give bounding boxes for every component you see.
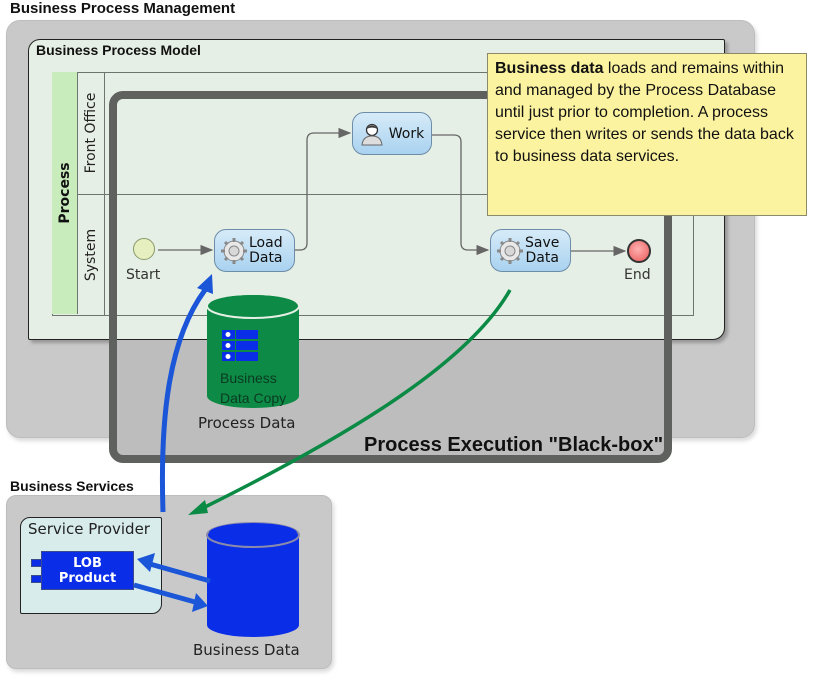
note-bold: Business data	[495, 60, 604, 77]
flow-work-to-save	[432, 134, 490, 256]
business-process-model-title: Business Process Model	[36, 42, 201, 58]
gear-icon	[221, 237, 247, 264]
lob-line1: LOB	[73, 556, 102, 571]
blackbox-title: Process Execution "Black-box"	[364, 434, 664, 456]
start-event[interactable]	[133, 238, 155, 260]
process-execution-blackbox	[109, 91, 672, 463]
task-load-line2: Data	[249, 249, 283, 266]
lob-line2: Product	[58, 571, 117, 586]
load-data-flow-arrowhead	[197, 274, 213, 294]
bpm-title: Business Process Management	[10, 0, 236, 17]
annotation-note: Business data loads and remains within a…	[487, 53, 807, 216]
business-db-top-inner	[209, 523, 297, 543]
pool-label: Process	[52, 72, 78, 314]
flow-load-to-work	[295, 127, 352, 251]
table-icon	[222, 330, 258, 361]
business-db-body	[207, 535, 299, 637]
lane-header-divider	[104, 72, 105, 315]
task-work[interactable]: Work	[352, 112, 432, 155]
end-event[interactable]	[627, 239, 651, 263]
save-data-flow-arrowhead	[188, 500, 208, 515]
start-label: Start	[126, 267, 161, 283]
business-data-label: Business Data	[193, 641, 300, 659]
task-work-label: Work	[388, 125, 425, 142]
gear-icon	[497, 237, 523, 264]
note-text: loads and remains within and managed by …	[495, 60, 794, 165]
process-db-inner-label: Business Data Copy	[220, 368, 286, 408]
lob-product-component[interactable]: LOB Product	[41, 551, 134, 590]
process-db-inner-line1: Business	[220, 370, 277, 386]
load-data-flow-arrow	[159, 288, 208, 513]
business-services-title: Business Services	[10, 478, 134, 494]
process-db-inner-line2: Data Copy	[220, 390, 287, 406]
task-save-line1: Save	[525, 234, 560, 251]
process-data-label: Process Data	[198, 414, 296, 432]
lane-divider	[78, 194, 692, 195]
service-provider-title: Service Provider	[28, 520, 150, 538]
process-db-top-inner	[209, 295, 297, 315]
task-save-line2: Data	[525, 249, 559, 266]
lob-to-db-arrowhead	[192, 593, 208, 612]
lob-to-db-arrow	[133, 582, 196, 605]
save-data-flow-arrow	[204, 289, 512, 509]
task-load-line1: Load	[249, 234, 283, 251]
db-to-lob-arrow	[149, 561, 211, 584]
db-to-lob-arrowhead	[137, 553, 155, 572]
end-label: End	[624, 267, 651, 283]
user-icon	[361, 123, 383, 145]
